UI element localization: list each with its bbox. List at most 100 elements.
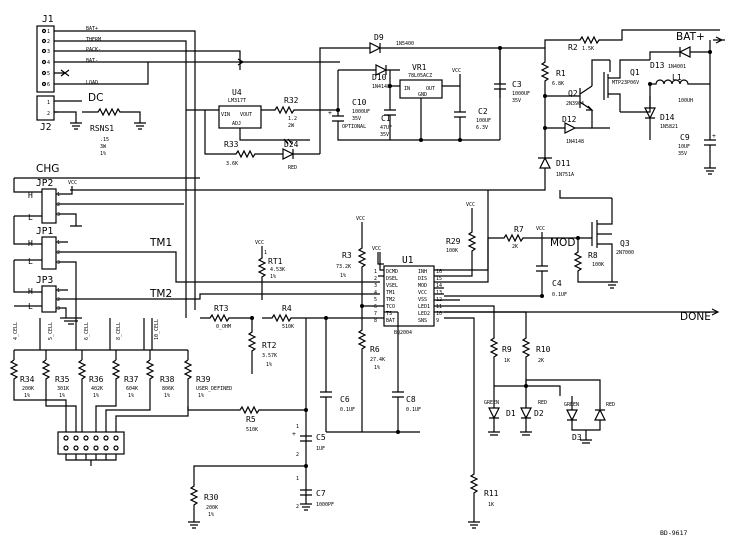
svg-text:10: 10 xyxy=(436,311,442,317)
r3: VCC R3 73.2K 1% xyxy=(336,216,384,307)
r36-val: 402K xyxy=(91,386,103,392)
svg-text:INH: INH xyxy=(418,269,427,275)
r7: R7 2K MOD xyxy=(444,225,592,283)
r33-ref: R33 xyxy=(224,140,239,149)
svg-text:VSEL: VSEL xyxy=(386,283,398,289)
r9: R9 1K xyxy=(489,330,512,386)
r33-val: 3.6K xyxy=(226,161,238,167)
net-dc: DC xyxy=(88,92,103,104)
rt1: VCC 1 RT1 4.53K 1% xyxy=(255,240,285,300)
q1: Q1 MTP23P06V xyxy=(603,59,650,112)
svg-text:1%: 1% xyxy=(24,393,30,399)
cell-select-header xyxy=(57,431,125,466)
svg-text:VSS: VSS xyxy=(418,297,427,303)
r5: R5 510K xyxy=(187,405,306,433)
svg-text:BAT: BAT xyxy=(386,318,395,324)
svg-text:1: 1 xyxy=(296,476,299,482)
c2-ref: C2 xyxy=(478,107,488,116)
c7-val: 1000PF xyxy=(316,502,334,508)
r37-val: 604K xyxy=(126,386,138,392)
j1-pin-1: 1 xyxy=(47,29,50,35)
rt3-val: 0_OHM xyxy=(216,324,231,330)
rt2-ref: RT2 xyxy=(262,341,277,350)
vr1-ref: VR1 xyxy=(412,63,427,72)
u1-bq2004: U1 BQ2004 1 DCMD 2 DSEL 3 VSEL 4 TM1 5 T… xyxy=(372,190,527,336)
svg-text:11: 11 xyxy=(436,304,442,310)
j1-pin-2: 2 xyxy=(47,39,50,45)
d10-val: 1N4148 xyxy=(372,84,390,90)
c5: + C5 1UF 1 2 xyxy=(292,424,326,458)
c4-val: 0.1UF xyxy=(552,292,567,298)
d10-ref: D10 xyxy=(372,73,387,82)
svg-text:DSEL: DSEL xyxy=(386,276,398,282)
net-chg: CHG xyxy=(36,163,59,175)
svg-text:8: 8 xyxy=(374,318,377,324)
d24-ref: D24 xyxy=(284,140,299,149)
jumper-jp3: JP3 1 2 3 H L xyxy=(13,260,380,325)
r3-ref: R3 xyxy=(342,251,352,260)
net-done: DONE xyxy=(680,311,711,323)
r29-val: 100K xyxy=(446,248,458,254)
jp1-l: L xyxy=(28,257,33,266)
svg-text:TM2: TM2 xyxy=(386,297,395,303)
svg-text:2: 2 xyxy=(374,276,377,282)
cell-6: 6_CELL xyxy=(84,322,90,340)
r38-val: 806K xyxy=(162,386,174,392)
c9-plus: + xyxy=(712,132,716,140)
l1: L1 100UH xyxy=(650,52,711,104)
svg-text:3: 3 xyxy=(57,212,60,218)
c3: C3 1000UF 35V xyxy=(494,48,530,104)
r30-tol: 1% xyxy=(208,512,214,518)
led-d1: GREEN D1 xyxy=(484,386,516,436)
j1-pin-5: 5 xyxy=(47,71,50,77)
r8-val: 100K xyxy=(592,262,604,268)
jp1-label: JP1 xyxy=(36,226,53,237)
rsns1-tol: 1% xyxy=(100,151,106,157)
junctions xyxy=(250,46,712,468)
r2: R2 1.5K xyxy=(544,29,720,52)
u1-body xyxy=(383,265,435,327)
c10-ref: C10 xyxy=(352,98,367,107)
svg-text:VCC: VCC xyxy=(372,246,381,252)
d1-ref: D1 xyxy=(506,409,516,418)
r7-ref: R7 xyxy=(514,225,524,234)
rt2-tol: 1% xyxy=(266,362,272,368)
d14: D14 1N5821 xyxy=(644,96,678,140)
svg-text:TCO: TCO xyxy=(386,304,395,310)
cell-10: 10_CELL xyxy=(154,319,160,340)
r11: R11 1K xyxy=(444,317,499,529)
j2-pin-1: 1 xyxy=(47,100,50,106)
rsns1: RSNS1 .15 3W 1% xyxy=(82,107,146,157)
jp2-body xyxy=(41,188,57,224)
header-body xyxy=(57,431,125,455)
r4-val: 510K xyxy=(282,324,294,330)
r32-ref: R32 xyxy=(284,96,299,105)
svg-text:2: 2 xyxy=(296,452,299,458)
svg-text:2: 2 xyxy=(57,297,60,303)
c9: + C9 10UF 35V xyxy=(678,84,716,175)
rt1-ref: RT1 xyxy=(268,257,283,266)
svg-text:LED1: LED1 xyxy=(418,304,430,310)
cell-8: 8_CELL xyxy=(116,322,122,340)
c2-val: 100UF xyxy=(476,118,491,124)
r1-ref: R1 xyxy=(556,69,566,78)
r6-tol: 1% xyxy=(374,365,380,371)
jp3-body xyxy=(41,285,57,313)
d3-ref: D3 xyxy=(572,433,582,442)
r35-ref: R35 xyxy=(55,375,70,384)
c7: C7 1000PF 1 2 xyxy=(296,476,334,511)
c7-ref: C7 xyxy=(316,489,326,498)
rt2-val: 3.57K xyxy=(262,353,277,359)
d14-val: 1N5821 xyxy=(660,124,678,130)
rsns1-ref: RSNS1 xyxy=(90,124,114,133)
jp2-label: JP2 xyxy=(36,178,53,189)
d2-color: RED xyxy=(538,400,547,406)
r6: R6 27.4K 1% xyxy=(357,306,385,432)
u4-regulator: U4 LM317T VIN VOUT ADJ xyxy=(186,88,310,155)
c10-val: 1000UF xyxy=(352,109,370,115)
r3-tol: 1% xyxy=(340,273,346,279)
svg-text:14: 14 xyxy=(436,283,442,289)
svg-text:VCC: VCC xyxy=(536,226,545,232)
c10-note: OPTIONAL xyxy=(342,124,366,130)
svg-text:1: 1 xyxy=(57,288,60,294)
